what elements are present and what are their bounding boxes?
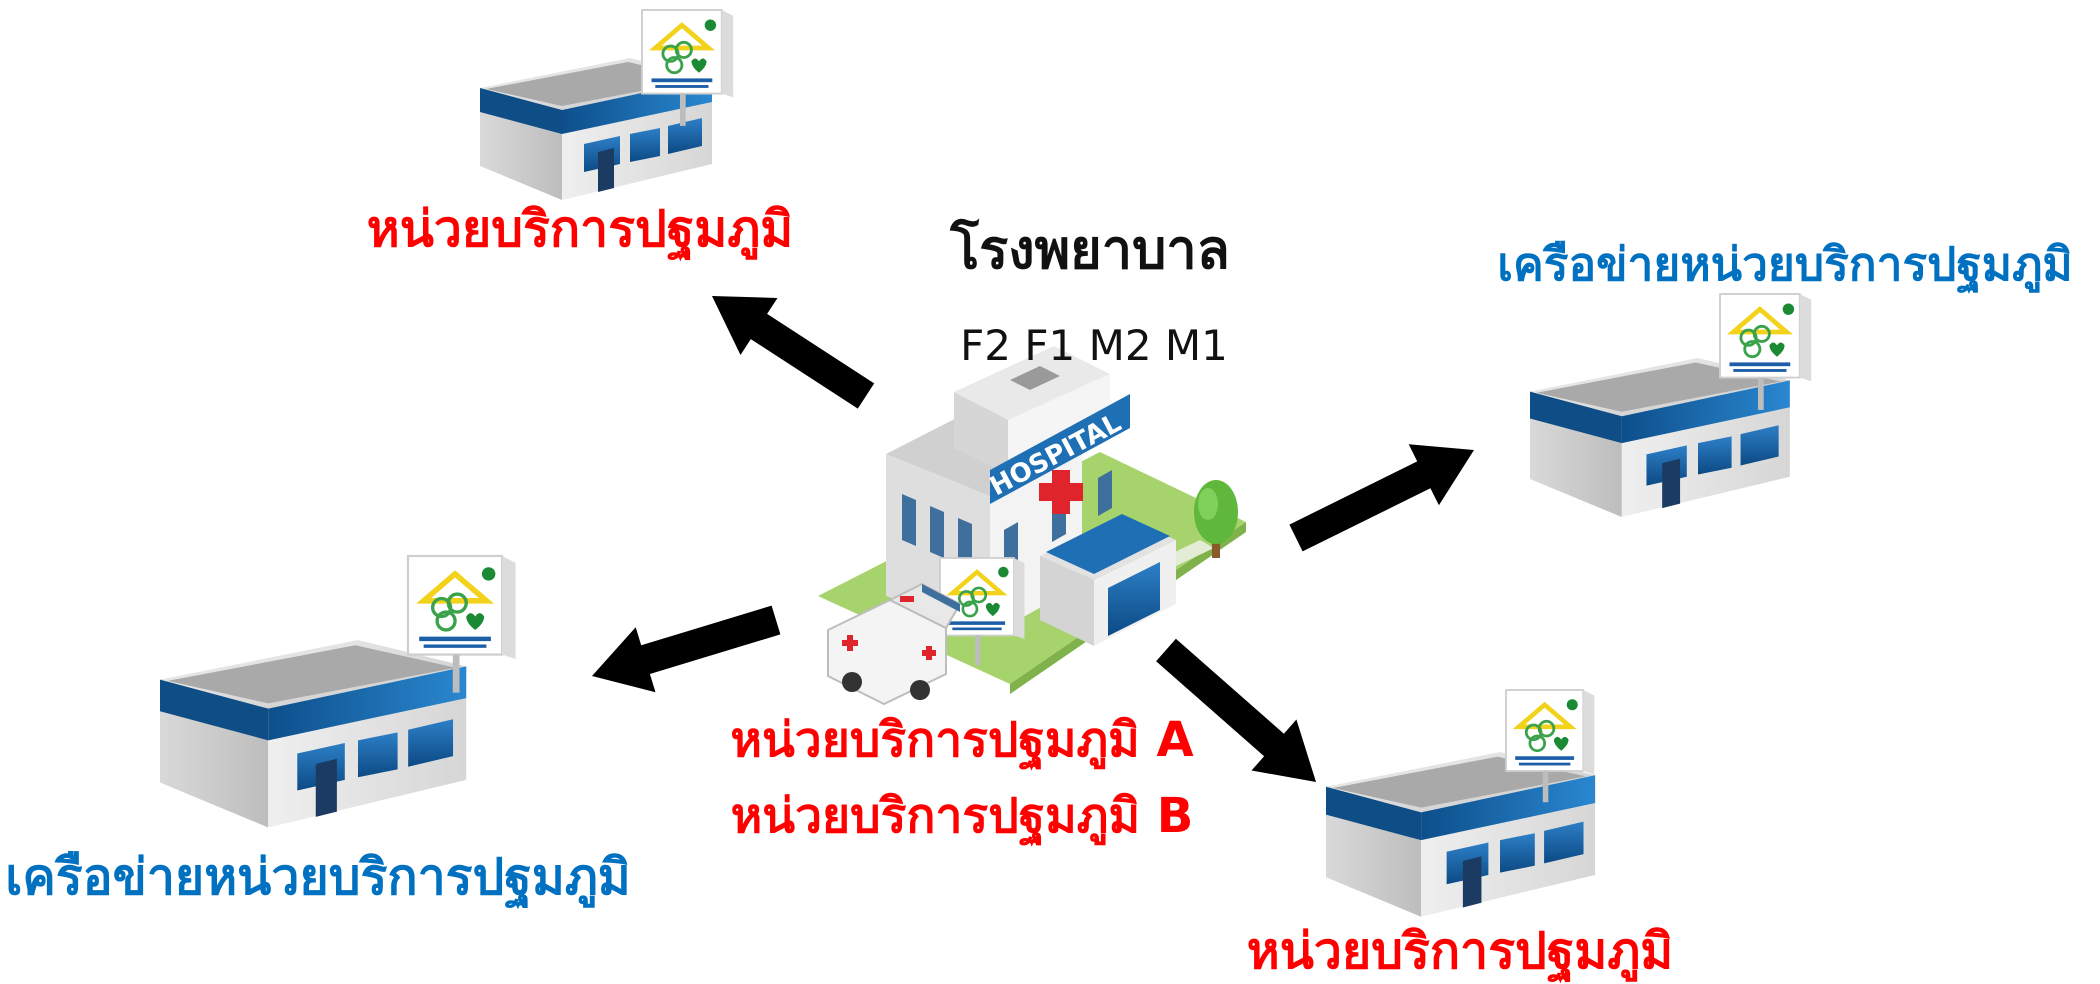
clinic-building-right bbox=[1530, 358, 1790, 518]
arrow-to-bottom-right bbox=[1156, 638, 1316, 782]
site-label-right: เครือข่ายหน่วยบริการปฐมภูมิ bbox=[1497, 237, 2072, 294]
arrow-to-right bbox=[1289, 444, 1474, 552]
ambulance-icon bbox=[827, 582, 962, 706]
hospital-building: HOSPITAL bbox=[818, 346, 1246, 706]
red-cross-icon bbox=[1039, 470, 1083, 514]
arrow-to-bottom-left bbox=[592, 605, 781, 693]
clinic-building-bottom-right bbox=[1326, 752, 1596, 917]
site-label-top-left: หน่วยบริการปฐมภูมิ bbox=[367, 200, 794, 261]
hospital-levels: F2 F1 M2 M1 bbox=[960, 321, 1228, 370]
arrow-group bbox=[592, 296, 1474, 782]
hospital-title: โรงพยาบาล bbox=[949, 218, 1230, 281]
site-label-bottom-right: หน่วยบริการปฐมภูมิ bbox=[1247, 922, 1674, 983]
tree-icon bbox=[1194, 480, 1238, 558]
clinic-building-bottom-left bbox=[160, 640, 467, 828]
attached-unit-a: หน่วยบริการปฐมภูมิ A bbox=[730, 712, 1193, 771]
attached-unit-b: หน่วยบริการปฐมภูมิ B bbox=[731, 788, 1194, 847]
arrow-to-top-left bbox=[712, 296, 875, 409]
site-label-bottom-left: เครือข่ายหน่วยบริการปฐมภูมิ bbox=[5, 848, 631, 909]
